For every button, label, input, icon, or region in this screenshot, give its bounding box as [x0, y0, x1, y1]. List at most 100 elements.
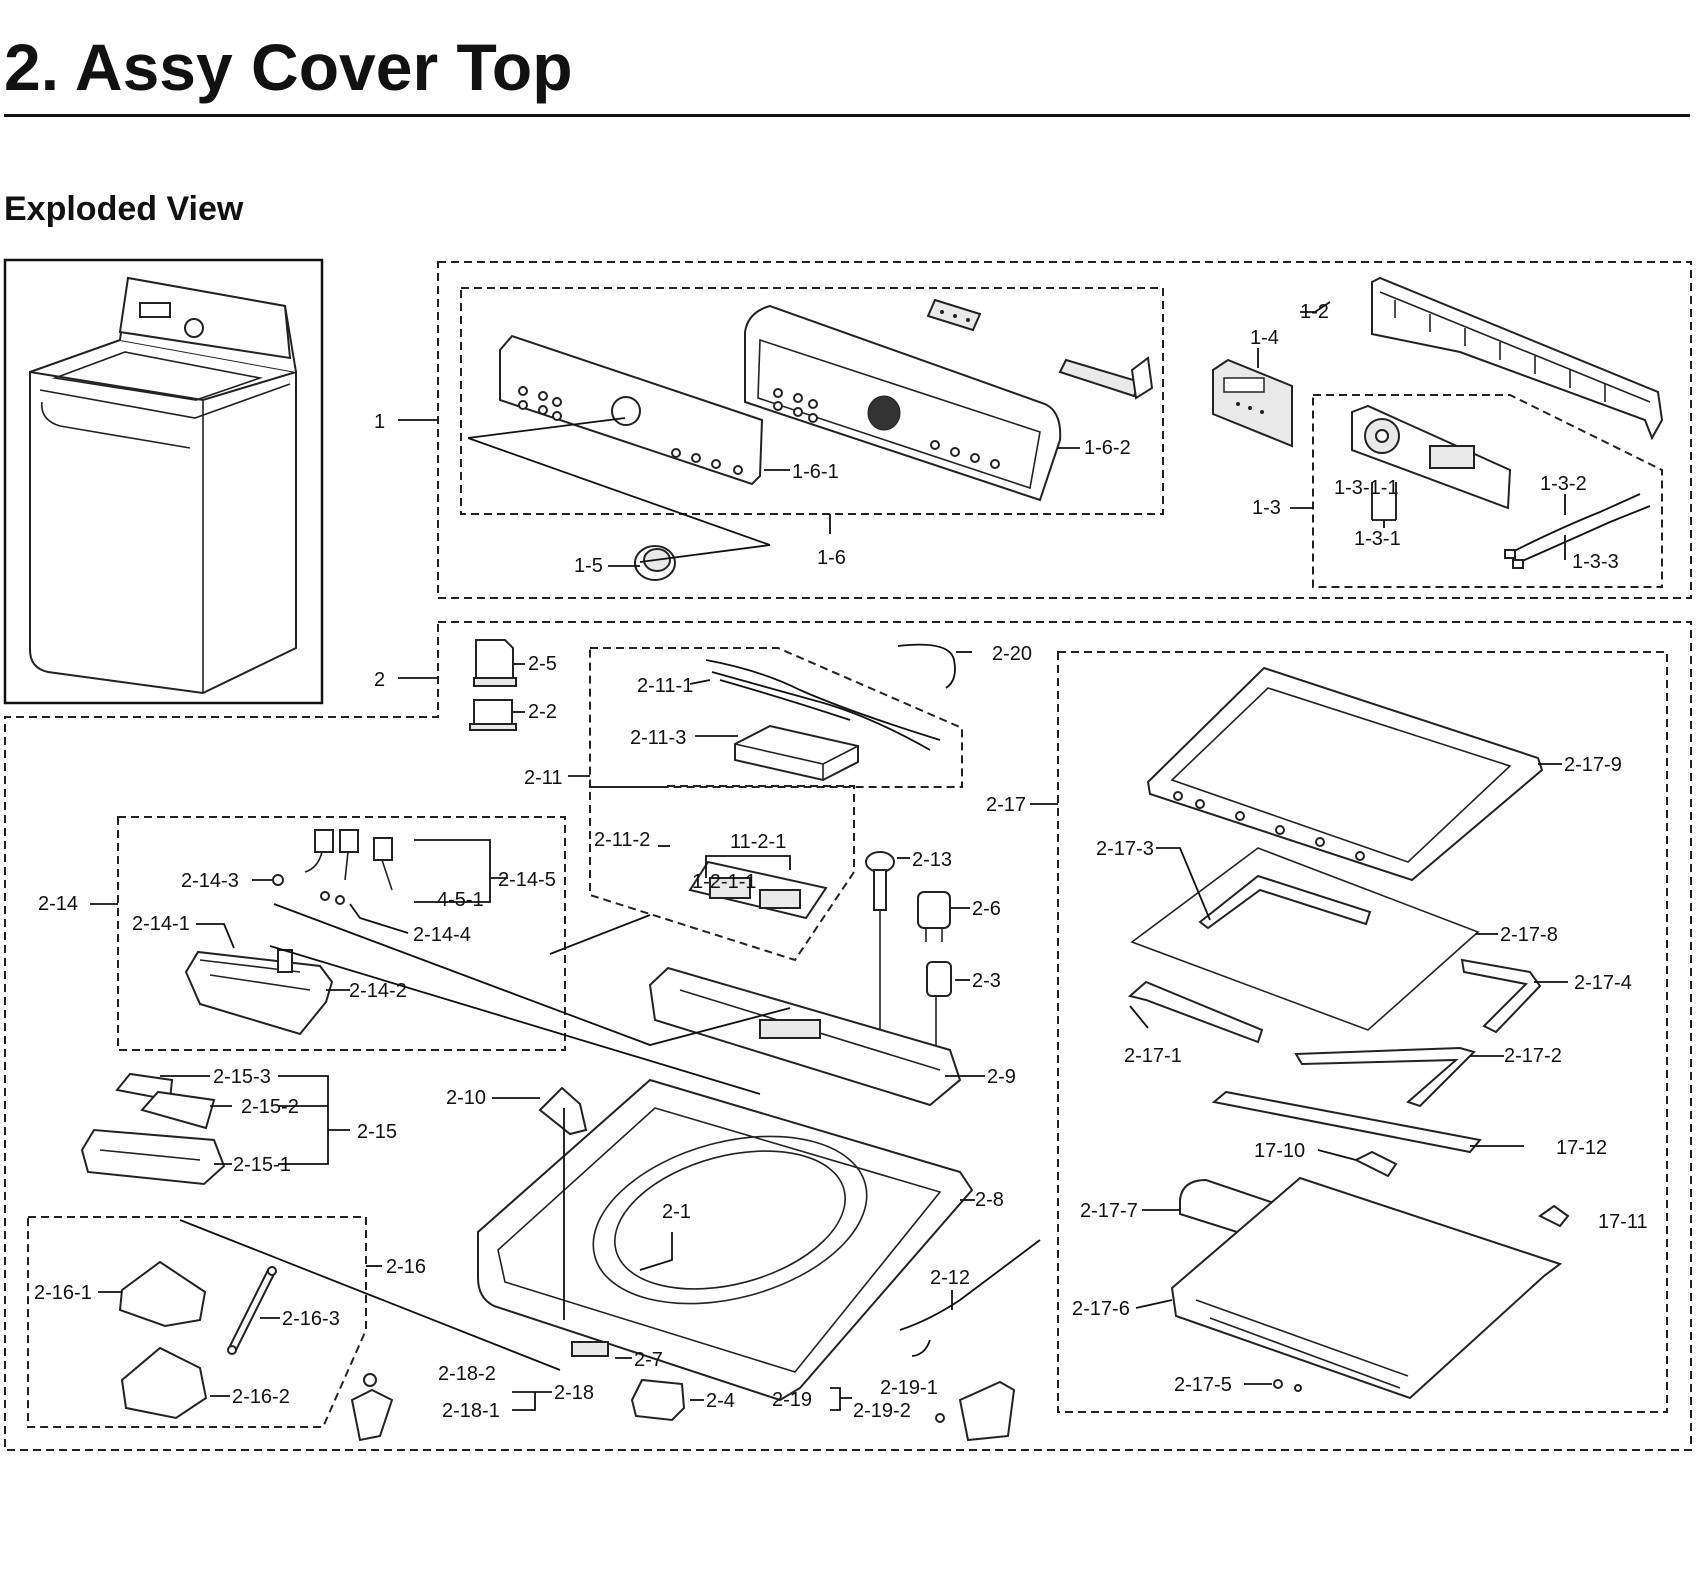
callout-label: 2-17-6 [1072, 1298, 1130, 1320]
callout-label: 2-18-1 [442, 1400, 500, 1422]
callout-label: 2-1 [662, 1201, 691, 1223]
callout-label: 2-17-4 [1574, 972, 1632, 994]
callout-label: 2-8 [975, 1189, 1004, 1211]
callout-label: 4-5-1 [437, 889, 484, 911]
callout-label: 1-6-2 [1084, 437, 1131, 459]
callout-labels: 1 1-2 1-3 1-3-1 1-3-1-1 1-3-2 1-3-3 1-4 … [34, 301, 1648, 1422]
part-2-14-2-dispenser-housing [184, 949, 334, 1036]
group-1-boundary [437, 261, 1692, 599]
callout-label: 2-11-3 [630, 727, 686, 749]
callout-label: 2-19 [772, 1389, 812, 1411]
part-1-6-1-front-panel [499, 334, 764, 486]
part-2-16-3-damper [227, 1266, 277, 1355]
callout-label: 2-4 [706, 1390, 735, 1412]
part-2-20-wire [897, 643, 956, 689]
part-2-17-1-trim [1127, 980, 1264, 1044]
callout-label: 2-7 [634, 1349, 663, 1371]
callout-label: 1-4 [1250, 327, 1279, 349]
part-1-2-rear-panel [1371, 276, 1664, 441]
callout-label: 2-17-1 [1124, 1045, 1182, 1067]
callout-label: 2-9 [987, 1066, 1016, 1088]
callout-label: 2-13 [912, 849, 952, 871]
callout-label: 2-12 [930, 1267, 970, 1289]
part-2-6-capacitor [917, 891, 951, 942]
machine-thumbnail-frame [3, 258, 324, 705]
part-1-5-knob [634, 545, 676, 581]
callout-label: 2-15 [357, 1121, 397, 1143]
callout-label: 2-5 [528, 653, 557, 675]
part-2-17-2-trim [1294, 1046, 1476, 1108]
callout-label: 17-11 [1598, 1211, 1648, 1233]
part-2-9-pcb-bracket [648, 966, 962, 1107]
callout-label: 2-18 [554, 1382, 594, 1404]
callout-label: 2-15-3 [213, 1066, 271, 1088]
part-2-14-5-water-valve [304, 829, 393, 891]
callout-label: 2-14-4 [413, 924, 471, 946]
part-1-3-main-pcb [1351, 404, 1512, 510]
callout-label: 2-17-8 [1500, 924, 1558, 946]
title-underline [4, 114, 1690, 117]
callout-label: 2-14-5 [498, 869, 556, 891]
part-2-11-2-pcb-case [688, 860, 828, 920]
callout-label: 1-3 [1252, 497, 1281, 519]
part-2-13-pressure-sensor [865, 851, 895, 1040]
group-2-11-boundary [589, 647, 963, 788]
leader-lines [90, 301, 1568, 1411]
callout-label: 2-17-5 [1174, 1374, 1232, 1396]
part-2-2-transformer [469, 699, 517, 731]
part-17-12-strip [1211, 1090, 1482, 1154]
callout-label: 2-20 [992, 643, 1032, 665]
callout-label: 2-19-2 [853, 1400, 911, 1422]
callout-label: 2-6 [972, 898, 1001, 920]
callout-label: 2-16 [386, 1256, 426, 1278]
callout-label: 1-2-1-1 [692, 871, 756, 893]
part-1-6-2-control-panel-cover [744, 304, 1062, 502]
callout-label: 1-5 [574, 555, 603, 577]
callout-label: 1-2 [1300, 301, 1329, 323]
callout-label: 1-6-1 [792, 461, 839, 483]
callout-label: 1 [374, 411, 385, 433]
page-title: 2. Assy Cover Top [4, 30, 573, 104]
part-2-19-lid-switch [935, 1380, 1016, 1442]
callout-label: 1-3-3 [1572, 551, 1619, 573]
callout-label: 2-11 [524, 767, 563, 789]
part-17-10-hinge-pin [1353, 1150, 1398, 1178]
callout-label: 2-15-2 [241, 1096, 299, 1118]
callout-label: 2-14-2 [349, 980, 407, 1002]
callout-label: 17-12 [1556, 1137, 1607, 1159]
callout-label: 17-10 [1254, 1140, 1305, 1162]
callout-label: 2-18-2 [438, 1363, 496, 1385]
callout-label: 2-16-3 [282, 1308, 340, 1330]
part-1-6-3-pcb-small [926, 298, 1154, 400]
callout-label: 2-3 [972, 970, 1001, 992]
group-2-17-boundary [1057, 651, 1668, 1413]
washer-thumbnail [29, 276, 297, 695]
part-2-14-3-clip [272, 874, 284, 886]
callout-label: 1-6 [817, 547, 846, 569]
part-2-17-8-glass [1130, 847, 1480, 1031]
part-2-11-1-wire-harness [705, 659, 941, 751]
part-2-16-2-hinge-lower [120, 1346, 208, 1420]
part-2-5-transformer [473, 639, 517, 687]
callout-label: 2-14 [38, 893, 78, 915]
group-2-boundary [4, 621, 1692, 1451]
part-2-15-2-insert [140, 1090, 216, 1130]
group-1-6-boundary [460, 287, 1164, 515]
callout-label: 2-17 [986, 794, 1026, 816]
part-2-11-3-filter-box [734, 724, 859, 782]
part-2-8-tub-cover [477, 1078, 974, 1402]
callout-label: 2-15-1 [233, 1154, 291, 1176]
part-1-3-2-1-3-3-wire-harness [1504, 493, 1651, 569]
part-2-17-5-screw [1273, 1379, 1302, 1392]
callout-label: 2-17-7 [1080, 1200, 1138, 1222]
callout-label: 1-3-1 [1354, 528, 1401, 550]
part-2-17-4-trim [1460, 958, 1542, 1034]
part-2-4-switch [630, 1378, 686, 1422]
callout-label: 2-11-2 [594, 829, 650, 851]
callout-label: 11-2-1 [730, 831, 786, 853]
part-1-4-display-pcb [1212, 358, 1293, 448]
part-2-15-1-drawer [80, 1128, 226, 1186]
group-1-3-boundary [1312, 394, 1663, 588]
callout-label: 2-16-2 [232, 1386, 290, 1408]
